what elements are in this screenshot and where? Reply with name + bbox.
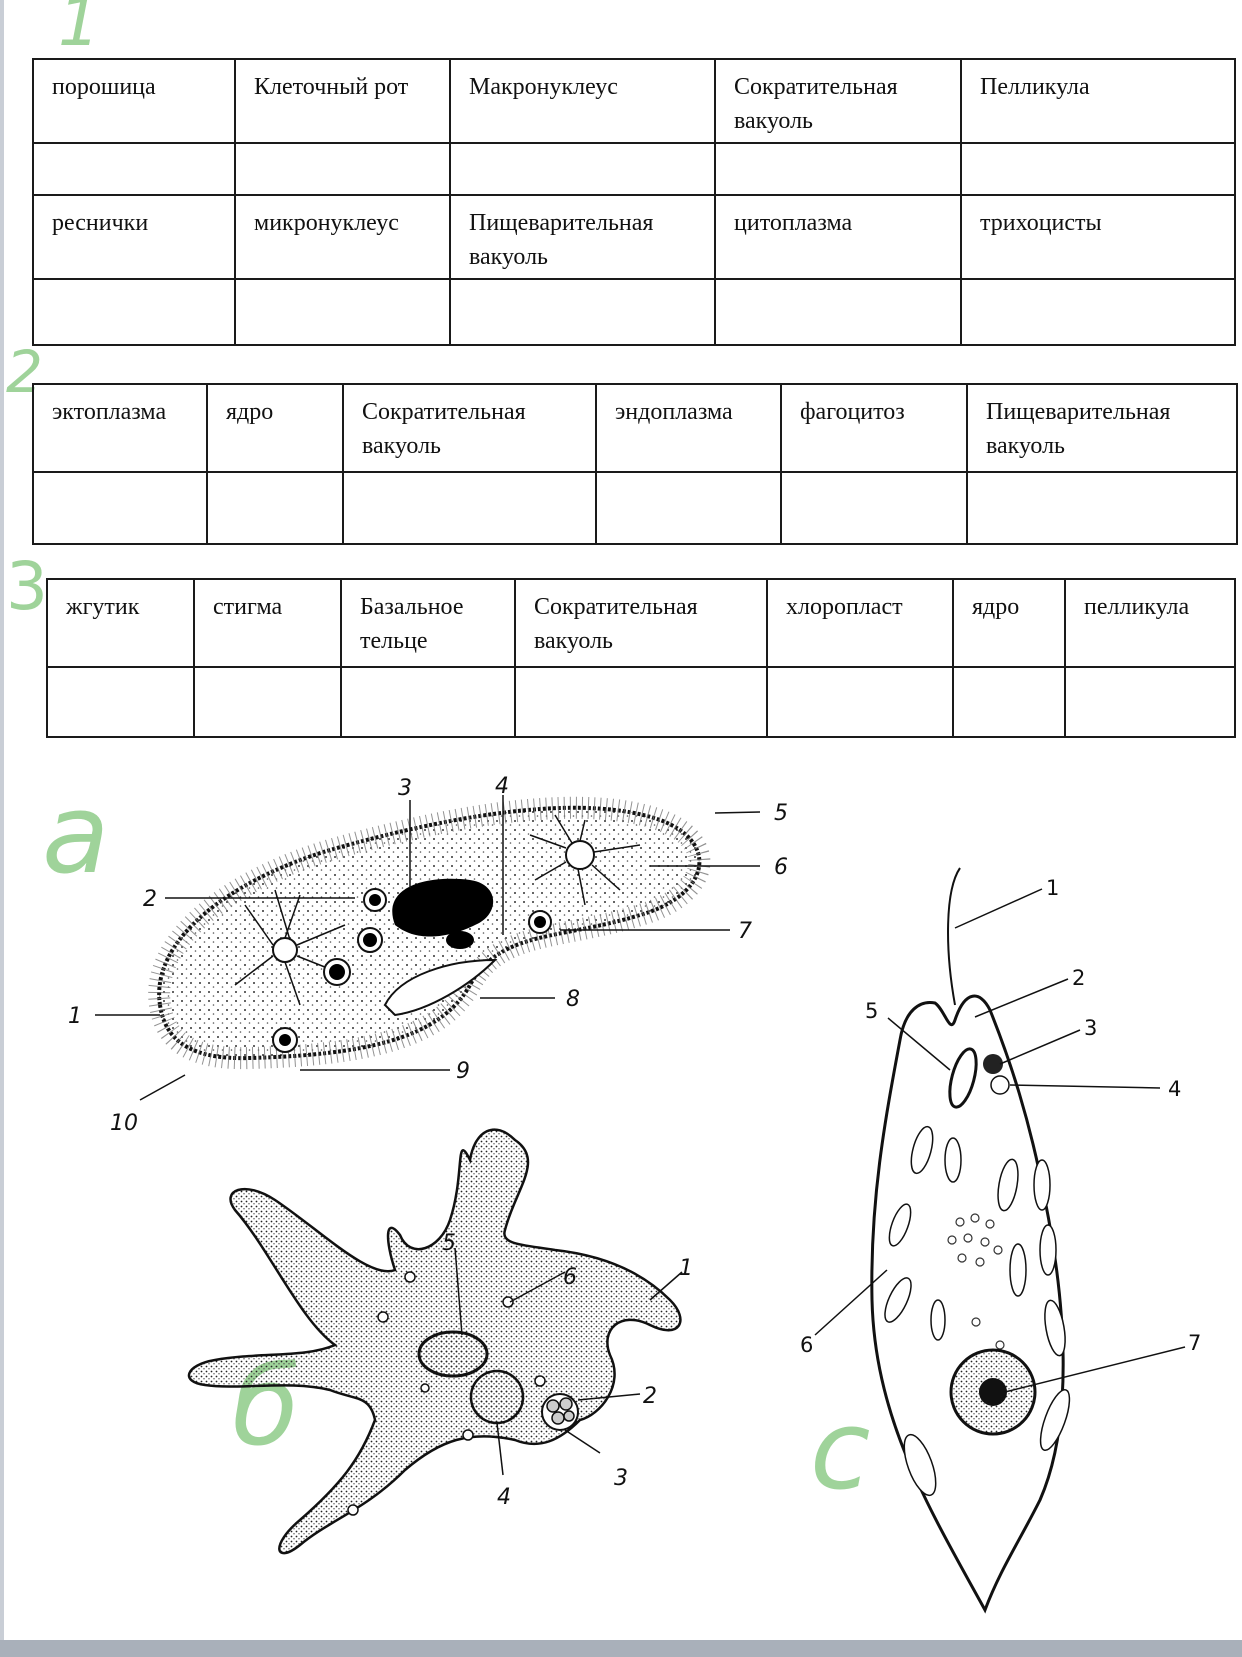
answer-cell[interactable] xyxy=(966,471,1238,545)
label-a-7: 7 xyxy=(738,919,752,944)
label-a-1: 1 xyxy=(68,1004,82,1029)
marker-table-3: 3 xyxy=(6,548,48,625)
table-cell: эндоплазма xyxy=(595,383,782,473)
answer-cell[interactable] xyxy=(32,142,236,196)
table-row: порошица Клеточный рот Макронуклеус Сокр… xyxy=(32,58,1236,144)
table-cell: стигма xyxy=(193,578,342,668)
table-1: порошица Клеточный рот Макронуклеус Сокр… xyxy=(32,58,1236,346)
answer-cell[interactable] xyxy=(960,278,1236,346)
table-cell: Пищеварительная вакуоль xyxy=(449,194,716,280)
table-cell: ядро xyxy=(952,578,1066,668)
marker-table-1: 1 xyxy=(58,0,100,61)
answer-cell[interactable] xyxy=(952,666,1066,738)
table-cell: фагоцитоз xyxy=(780,383,968,473)
table-cell: Сократительная вакуоль xyxy=(342,383,597,473)
table-cell: жгутик xyxy=(46,578,195,668)
euglena-body xyxy=(870,867,1071,1614)
answer-cell[interactable] xyxy=(449,278,716,346)
answer-cell[interactable] xyxy=(234,142,451,196)
table-row-answer xyxy=(32,142,1236,196)
label-b-2: 2 xyxy=(643,1384,657,1409)
table-cell: Макронуклеус xyxy=(449,58,716,144)
table-row-answer xyxy=(32,471,1238,545)
answer-cell[interactable] xyxy=(595,471,782,545)
table-row: реснички микронуклеус Пищеварительная ва… xyxy=(32,194,1236,280)
label-a-9: 9 xyxy=(456,1059,470,1084)
table-cell: Пищеварительная вакуоль xyxy=(966,383,1238,473)
table-cell: пелликула xyxy=(1064,578,1236,668)
label-c-6: 6 xyxy=(800,1333,813,1357)
label-a-10: 10 xyxy=(110,1111,138,1136)
table-row-answer xyxy=(46,666,1236,738)
table-cell: Сократительная вакуоль xyxy=(714,58,962,144)
marker-figure-b: б xyxy=(232,1342,300,1470)
table-cell: ядро xyxy=(206,383,344,473)
answer-cell[interactable] xyxy=(449,142,716,196)
answer-cell[interactable] xyxy=(32,471,208,545)
table-cell: цитоплазма xyxy=(714,194,962,280)
answer-cell[interactable] xyxy=(340,666,516,738)
label-c-4: 4 xyxy=(1168,1077,1181,1101)
table-cell: эктоплазма xyxy=(32,383,208,473)
answer-cell[interactable] xyxy=(46,666,195,738)
label-b-6: 6 xyxy=(563,1265,577,1290)
label-a-8: 8 xyxy=(566,987,580,1012)
answer-cell[interactable] xyxy=(32,278,236,346)
table-row: жгутик стигма Базальное тельце Сократите… xyxy=(46,578,1236,668)
label-c-2: 2 xyxy=(1072,966,1085,990)
table-cell: Сократительная вакуоль xyxy=(514,578,768,668)
table-2: эктоплазма ядро Сократительная вакуоль э… xyxy=(32,383,1238,545)
label-a-5: 5 xyxy=(774,801,788,826)
marker-figure-c: c xyxy=(810,1386,871,1514)
marker-figure-a: a xyxy=(42,770,110,898)
label-a-3: 3 xyxy=(398,776,412,801)
answer-cell[interactable] xyxy=(960,142,1236,196)
answer-cell[interactable] xyxy=(714,278,962,346)
label-b-3: 3 xyxy=(614,1466,628,1491)
paramecium-body xyxy=(148,796,711,1070)
label-a-6: 6 xyxy=(774,855,788,880)
table-cell: Базальное тельце xyxy=(340,578,516,668)
answer-cell[interactable] xyxy=(1064,666,1236,738)
label-b-4: 4 xyxy=(497,1485,511,1510)
label-b-1: 1 xyxy=(679,1256,693,1281)
answer-cell[interactable] xyxy=(342,471,597,545)
label-b-5: 5 xyxy=(442,1231,456,1256)
answer-cell[interactable] xyxy=(206,471,344,545)
table-cell: микронуклеус xyxy=(234,194,451,280)
label-c-3: 3 xyxy=(1084,1016,1097,1040)
table-cell: Клеточный рот xyxy=(234,58,451,144)
label-a-2: 2 xyxy=(143,887,157,912)
table-cell: хлоропласт xyxy=(766,578,954,668)
answer-cell[interactable] xyxy=(714,142,962,196)
table-row-answer xyxy=(32,278,1236,346)
answer-cell[interactable] xyxy=(766,666,954,738)
table-cell: порошица xyxy=(32,58,236,144)
label-c-5: 5 xyxy=(865,999,878,1023)
table-3: жгутик стигма Базальное тельце Сократите… xyxy=(46,578,1236,738)
bottom-bar xyxy=(0,1640,1242,1657)
page-left-edge xyxy=(0,0,4,1640)
table-cell: Пелликула xyxy=(960,58,1236,144)
table-cell: трихоцисты xyxy=(960,194,1236,280)
label-c-1: 1 xyxy=(1046,876,1059,900)
label-a-4: 4 xyxy=(495,774,509,799)
label-c-7: 7 xyxy=(1188,1331,1201,1355)
answer-cell[interactable] xyxy=(514,666,768,738)
answer-cell[interactable] xyxy=(780,471,968,545)
table-cell: реснички xyxy=(32,194,236,280)
answer-cell[interactable] xyxy=(193,666,342,738)
answer-cell[interactable] xyxy=(234,278,451,346)
table-row: эктоплазма ядро Сократительная вакуоль э… xyxy=(32,383,1238,473)
